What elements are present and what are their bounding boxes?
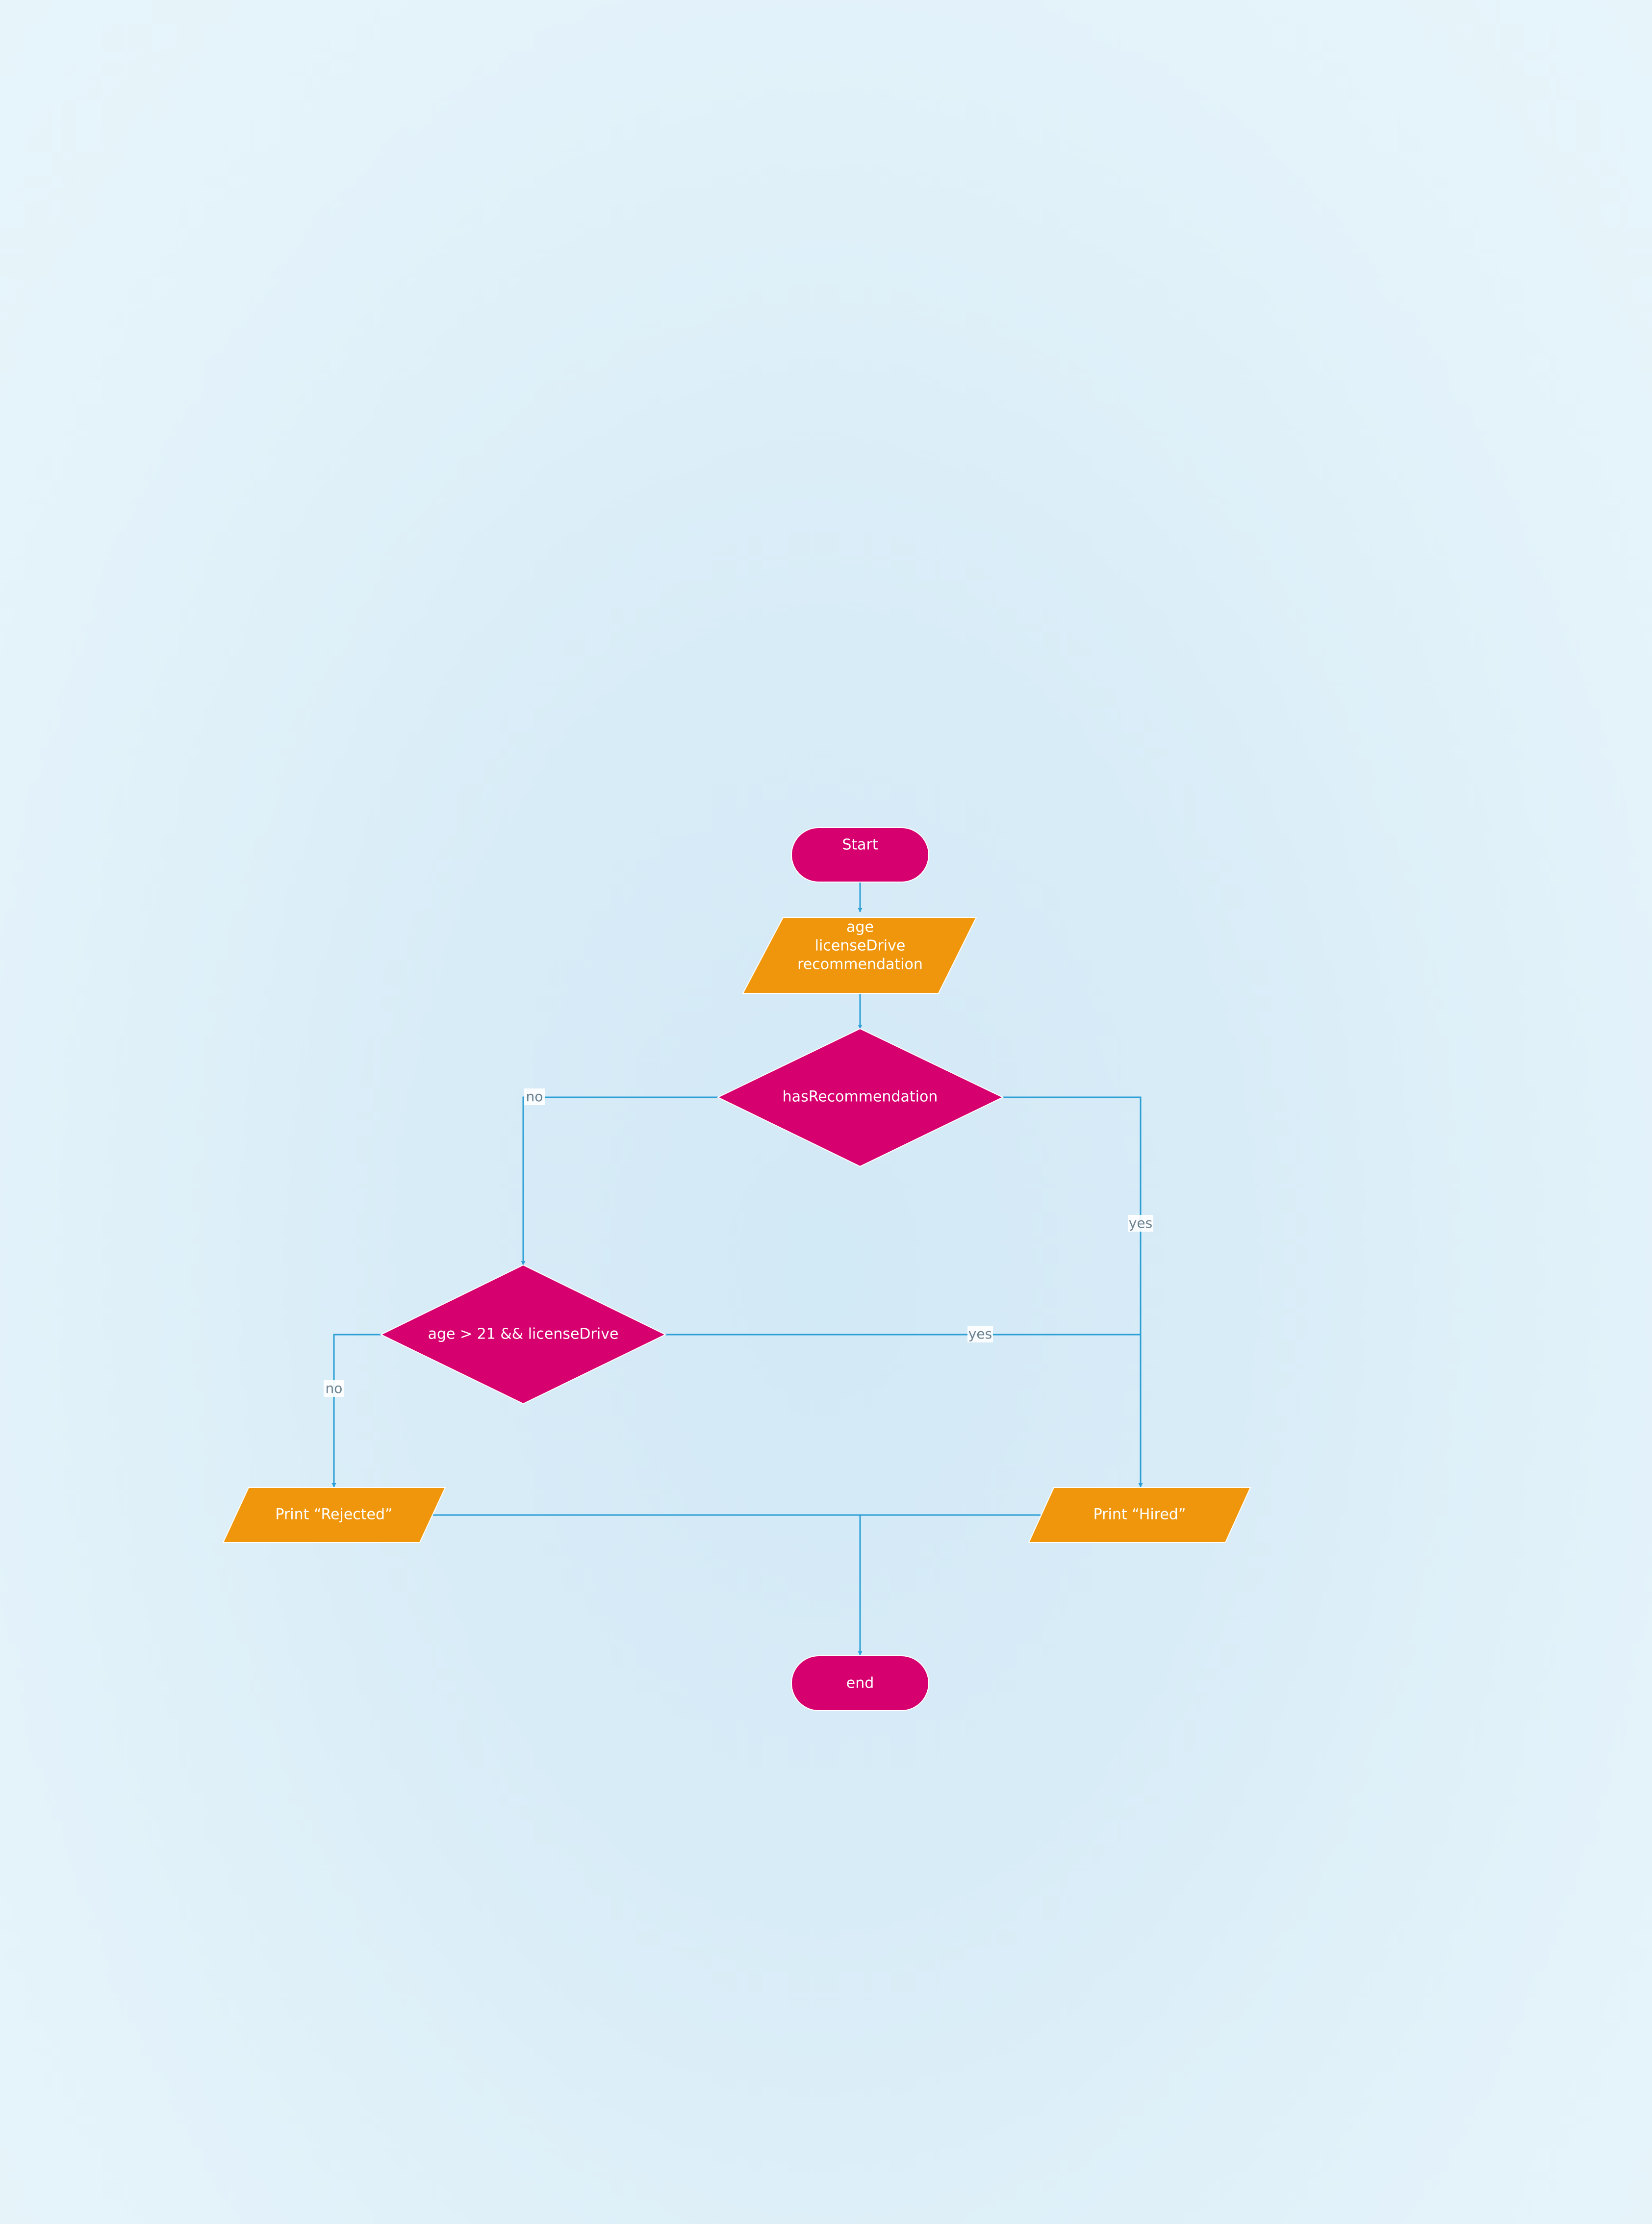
end-terminal-shape [791,1655,929,1711]
node-end: end [791,1655,929,1711]
print-hired-label: Print “Hired” [1093,1506,1186,1523]
edge-labels: no yes yes no [324,1088,1153,1397]
edge-label-age-yes: yes [967,1326,993,1342]
edge-label-rec-yes: yes [1128,1215,1153,1232]
node-print-rejected: Print “Rejected” [222,1487,446,1543]
edge-has-recommendation-no [521,1096,718,1265]
edge-label-rec-no-text: no [526,1088,543,1105]
edge-label-rec-no: no [524,1088,545,1105]
node-start: Start [791,827,929,883]
node-print-hired: Print “Hired” [1028,1487,1251,1543]
age-license-label: age > 21 && licenseDrive [428,1326,619,1343]
edge-age-license-no [331,1334,381,1488]
edge-label-age-no-text: no [326,1380,343,1396]
edge-has-recommendation-yes [1003,1096,1143,1488]
input-line-age: age [846,919,874,936]
edge-label-rec-yes-text: yes [1129,1215,1152,1231]
node-input: age licenseDrive recommendation [742,917,977,994]
has-recommendation-label: hasRecommendation [783,1088,938,1106]
input-line-license-drive: licenseDrive [815,937,906,955]
start-label: Start [842,836,878,854]
edge-label-age-no: no [324,1380,344,1397]
input-line-recommendation: recommendation [797,956,923,973]
node-has-recommendation: hasRecommendation [716,1028,1004,1167]
connectors [331,882,1143,1656]
print-hired-parallelogram-shape [1028,1487,1251,1543]
node-age-license: age > 21 && licenseDrive [380,1264,667,1405]
edge-label-age-yes-text: yes [968,1326,992,1342]
age-license-diamond-shape [380,1264,667,1405]
print-rejected-label: Print “Rejected” [275,1506,392,1523]
start-terminal-shape [791,827,929,883]
has-recommendation-diamond-shape [716,1028,1004,1167]
print-rejected-parallelogram-shape [222,1487,446,1543]
input-parallelogram-shape [742,917,977,994]
end-label: end [846,1675,874,1692]
